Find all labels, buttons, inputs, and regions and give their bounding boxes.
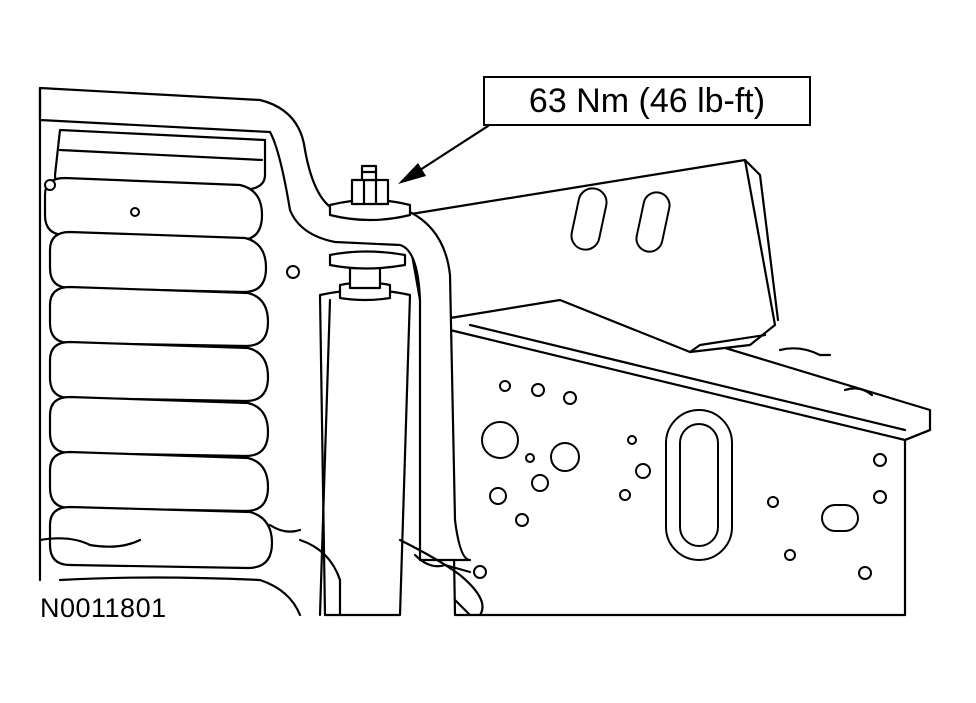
mount-nut [350,178,390,206]
upper-spring-seat [38,86,472,582]
frame-rail [448,296,932,617]
lower-components [38,523,487,617]
figure-id-label: N0011801 [40,593,167,623]
torque-callout: 63 Nm (46 lb-ft) [483,76,811,126]
frame-hole [550,442,580,472]
shock-absorber [298,250,484,617]
frame-hole [481,421,519,459]
upper-mount-nut [328,164,412,222]
coil-spring [43,128,302,617]
callout-leader [398,124,490,184]
